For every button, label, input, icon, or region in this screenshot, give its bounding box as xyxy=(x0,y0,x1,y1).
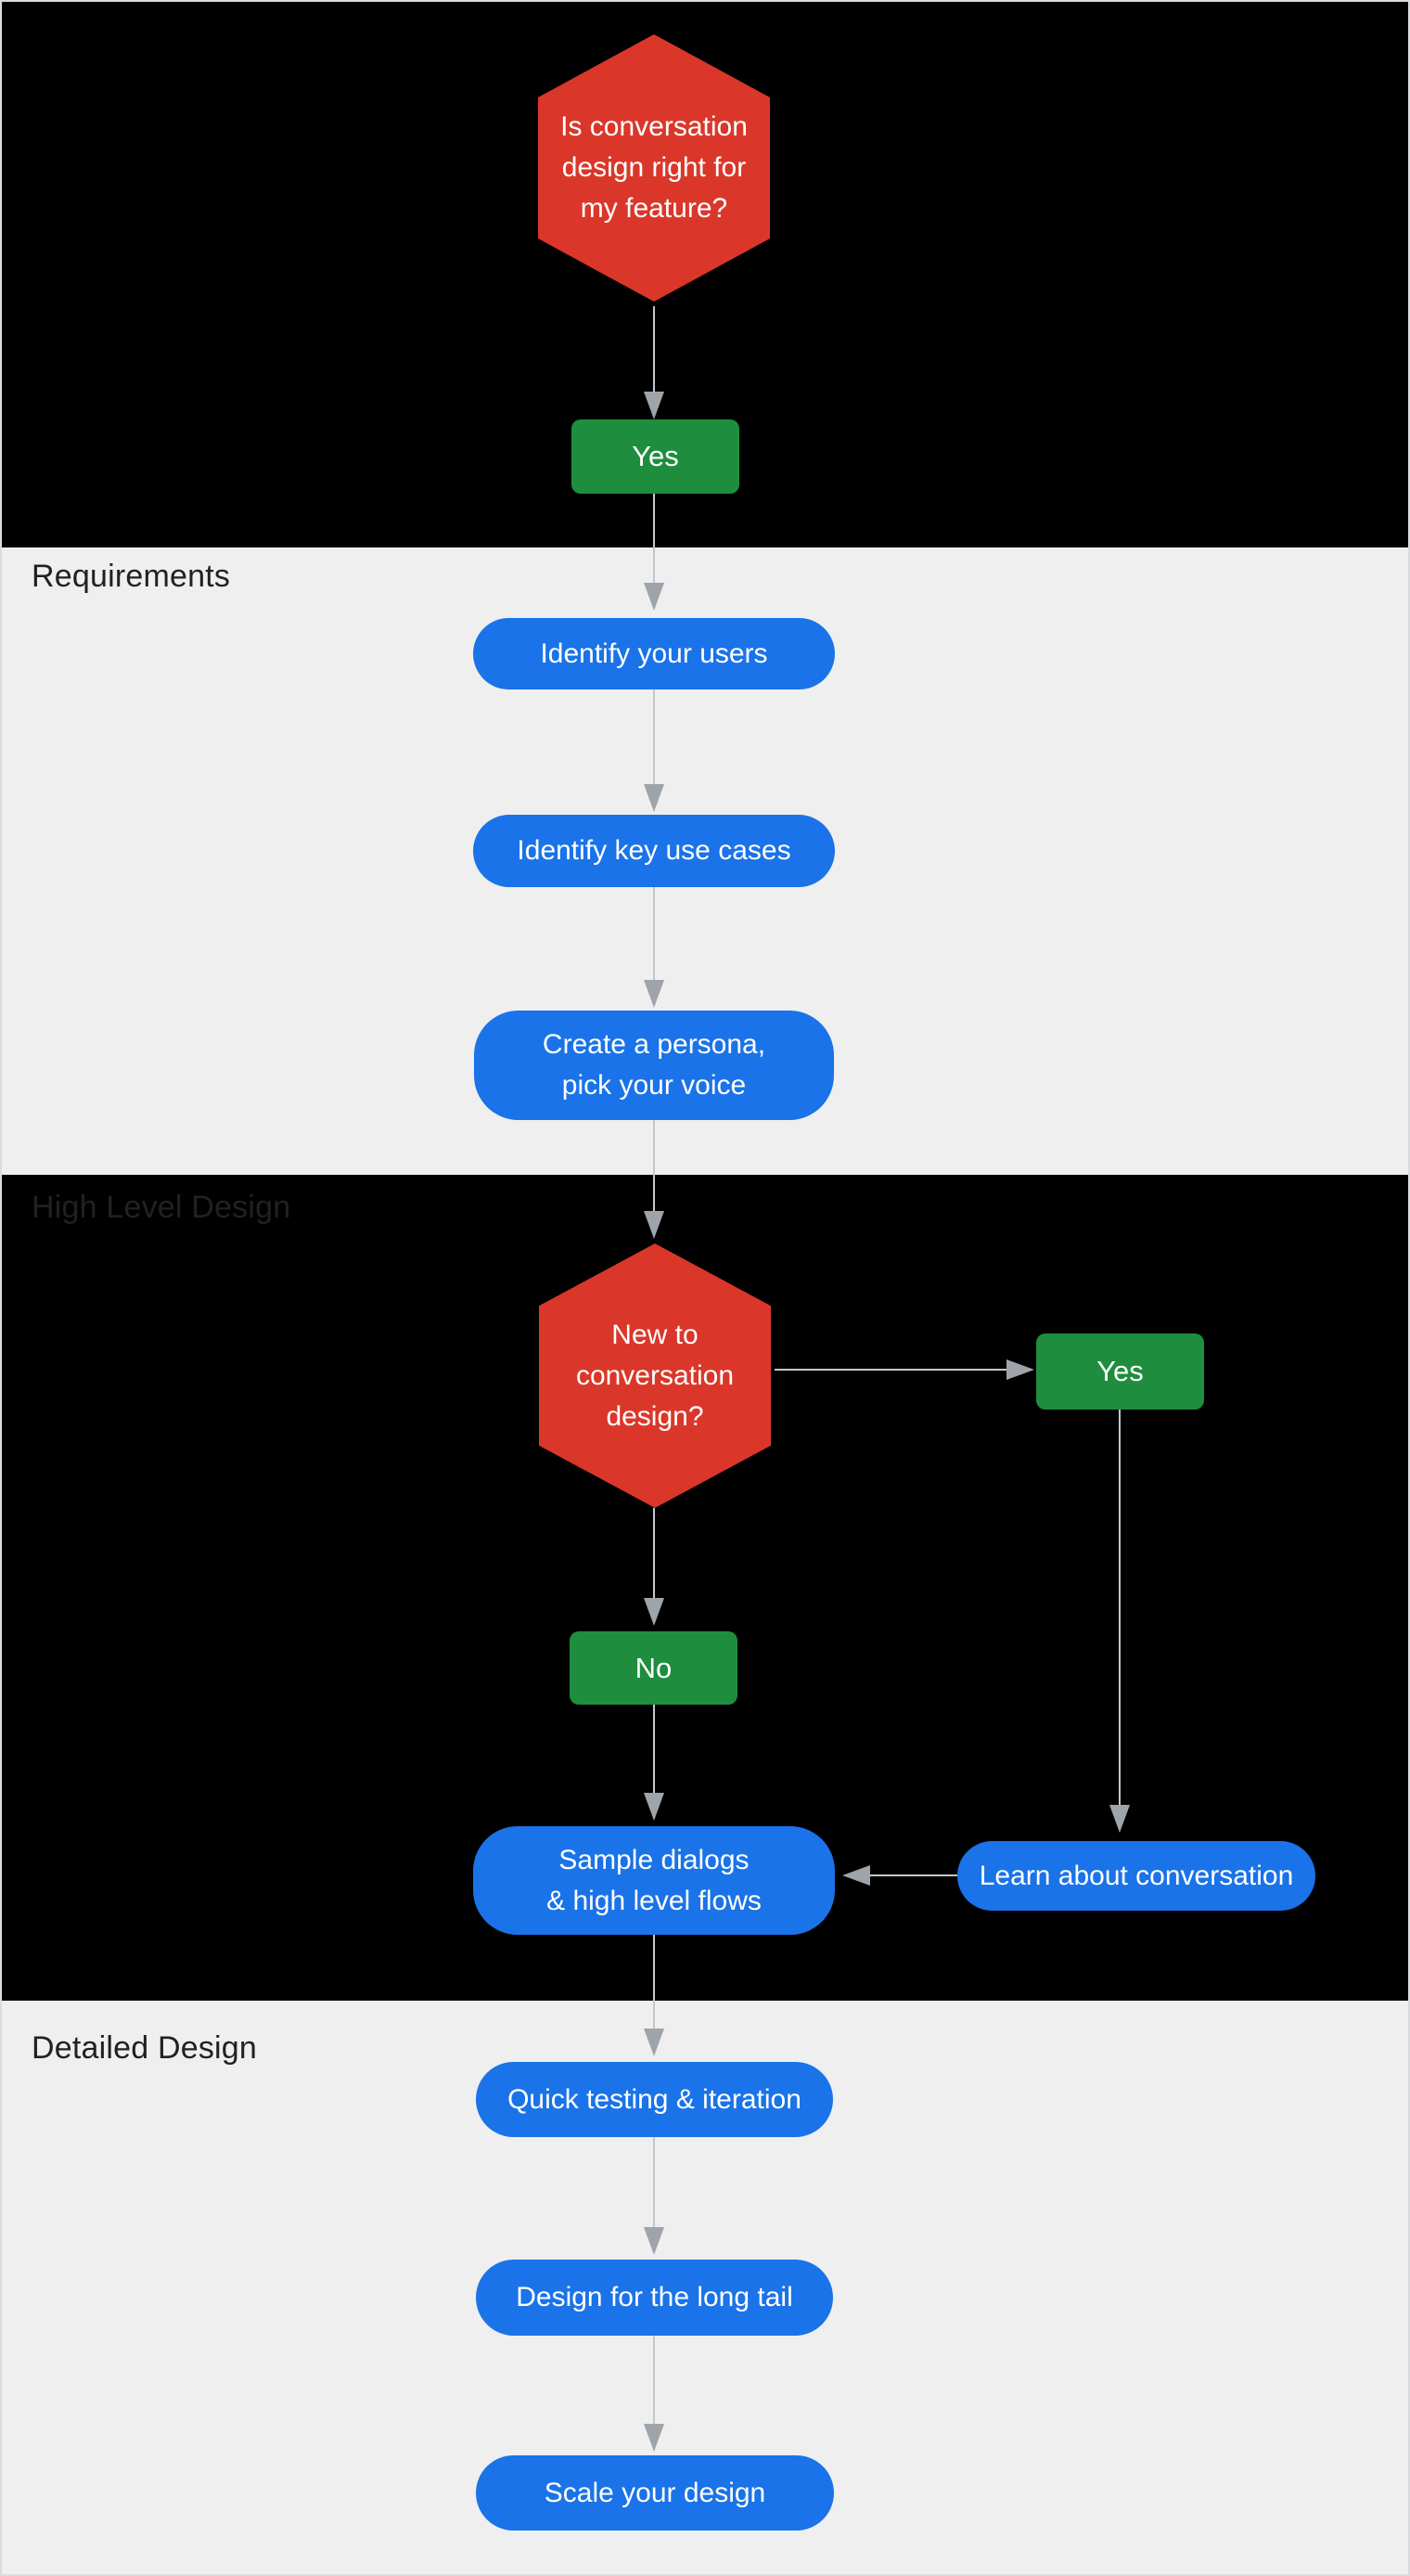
section-label-requirements: Requirements xyxy=(32,559,231,594)
connector-yes2-to-learn xyxy=(1119,1410,1121,1805)
decision-node-new-to-conversation-design: New to conversation design? xyxy=(539,1243,771,1508)
section-label-detailed-design: Detailed Design xyxy=(32,2030,258,2066)
decision-node-is-conversation-design-right: Is conversation design right for my feat… xyxy=(538,34,770,302)
connector-use-cases-to-persona xyxy=(653,887,655,980)
connector-long-tail-to-scale xyxy=(653,2336,655,2424)
connector-quick-testing-to-long-tail xyxy=(653,2137,655,2227)
connector-sample-to-quick-testing xyxy=(653,1935,655,2029)
connector-identify-users-to-use-cases xyxy=(653,689,655,784)
action-node-quick-testing-iteration: Quick testing & iteration xyxy=(476,2062,833,2137)
action-node-identify-your-users: Identify your users xyxy=(473,618,835,689)
answer-node-yes-1: Yes xyxy=(571,419,739,494)
action-node-create-persona-pick-voice: Create a persona, pick your voice xyxy=(474,1011,834,1120)
action-node-learn-about-conversation: Learn about conversation xyxy=(957,1841,1315,1911)
action-node-identify-key-use-cases: Identify key use cases xyxy=(473,815,835,887)
connector-learn-to-sample-dialogs xyxy=(870,1874,957,1876)
section-label-high-level-design: High Level Design xyxy=(32,1190,291,1225)
connector-decision2-to-no xyxy=(653,1508,655,1598)
connector-decision2-to-yes2 xyxy=(775,1369,1006,1371)
action-node-scale-your-design: Scale your design xyxy=(476,2455,834,2531)
answer-node-no: No xyxy=(570,1631,737,1705)
action-node-sample-dialogs-high-level-flows: Sample dialogs & high level flows xyxy=(473,1826,835,1935)
connector-no-to-sample-dialogs xyxy=(653,1705,655,1793)
connector-decision1-to-yes xyxy=(653,306,655,392)
answer-node-yes-2: Yes xyxy=(1036,1333,1204,1410)
action-node-design-for-long-tail: Design for the long tail xyxy=(476,2260,833,2336)
connector-yes-to-identify-users xyxy=(653,494,655,583)
connector-persona-to-decision2 xyxy=(653,1120,655,1211)
